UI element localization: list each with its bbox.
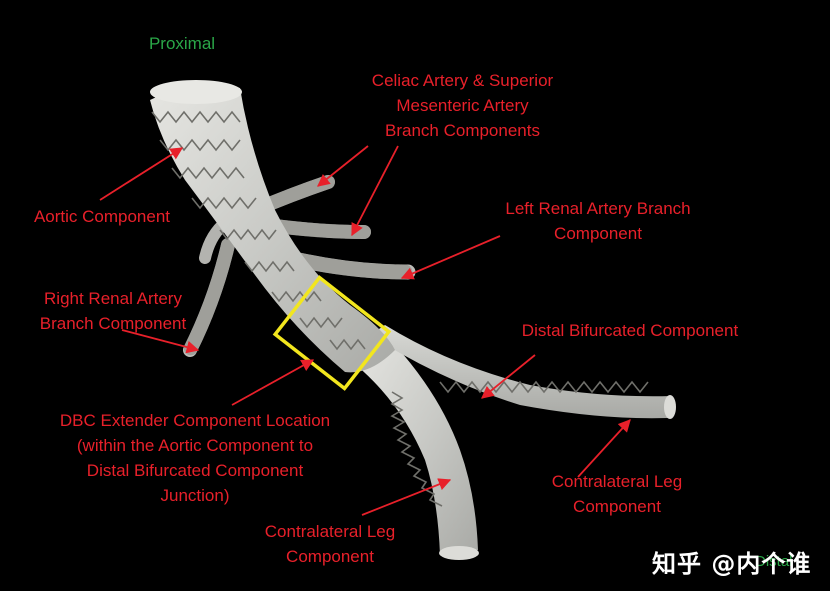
contralateral-leg-bottom-label: Contralateral Leg Component xyxy=(264,522,396,566)
stent-wire-rings xyxy=(151,110,649,507)
zhihu-watermark: 知乎 @内个谁 xyxy=(652,550,812,578)
right-renal-branch-label: Right Renal Artery Branch Component xyxy=(39,289,187,333)
arrow-celiac xyxy=(317,145,369,187)
arrow-right-renal xyxy=(121,329,200,354)
arrow-contralateral-right xyxy=(577,419,631,478)
contralateral-leg-lower-opening xyxy=(439,546,479,560)
distal-bifurcated-label: Distal Bifurcated Component xyxy=(521,321,739,340)
proximal-label: Proximal xyxy=(148,34,216,53)
aortic-component-label: Aortic Component xyxy=(33,207,171,226)
aortic-proximal-opening xyxy=(150,80,242,104)
dbc-extender-label: DBC Extender Component Location (within … xyxy=(59,411,331,505)
contralateral-leg-lower xyxy=(350,345,478,555)
arrow-distal-bifurcated xyxy=(481,354,536,399)
arrow-aortic xyxy=(99,147,184,201)
contralateral-leg-right-label: Contralateral Leg Component xyxy=(551,472,683,516)
left-renal-branch-label: Left Renal Artery Branch Component xyxy=(505,199,691,243)
arrow-left-renal xyxy=(400,235,501,280)
distal-label: Distal xyxy=(755,553,793,570)
right-renal-branch-stent xyxy=(183,238,235,357)
arrow-sma xyxy=(351,145,399,237)
distal-bifurcated-leg xyxy=(370,325,672,419)
aortic-main-body xyxy=(150,84,395,373)
annotation-arrows xyxy=(99,145,631,516)
distal-leg-opening xyxy=(664,395,676,419)
arrow-dbc-extender xyxy=(231,359,315,406)
arrow-contralateral-bottom xyxy=(361,478,452,516)
celiac-sma-branch-label: Celiac Artery & Superior Mesenteric Arte… xyxy=(371,71,554,140)
